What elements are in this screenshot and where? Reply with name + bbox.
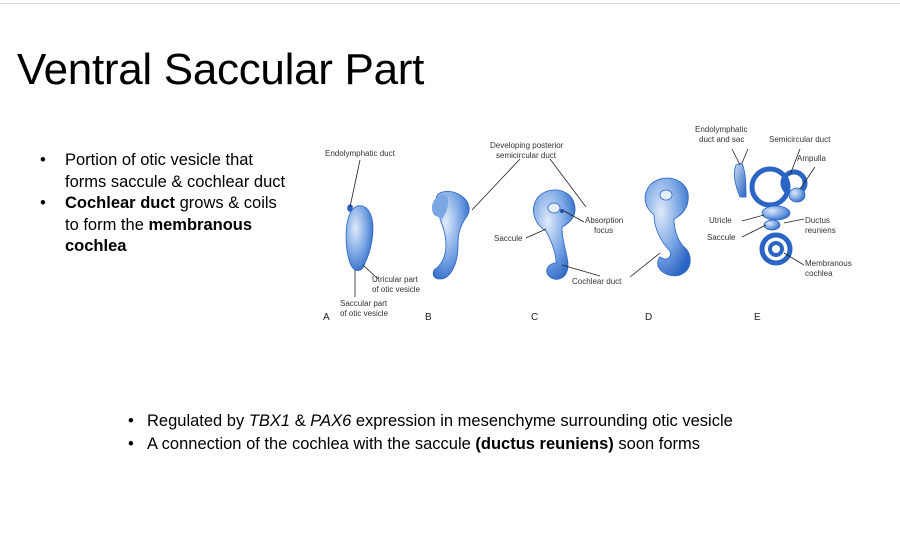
label-membranous-cochlea-2: cochlea — [805, 269, 833, 278]
bottom-bullet-1-t2: & — [290, 412, 311, 430]
panel-c-absorption-focus-dot — [560, 209, 564, 213]
panel-e-ampulla — [788, 187, 806, 203]
label-utricle: Utricle — [709, 216, 732, 225]
panel-e-cochlea-outer — [759, 232, 793, 266]
top-rule — [0, 3, 900, 4]
left-bullet-2-bold2: membranous cochlea — [65, 215, 253, 256]
label-membranous-cochlea-1: Membranous — [805, 259, 852, 268]
panel-d-canal-hole — [659, 189, 673, 201]
left-bullet-1-text: Portion of otic vesicle that forms saccu… — [65, 151, 286, 191]
panel-e-endolymphatic-duct-sac — [733, 162, 747, 198]
label-developing-posterior-1: Developing posterior — [490, 141, 564, 150]
slide-title: Ventral Saccular Part — [17, 45, 425, 94]
bottom-bullet-2-t1: A connection of the cochlea with the sac… — [147, 435, 476, 453]
panel-letter-d: D — [645, 312, 652, 323]
label-ductus-reuniens-1: Ductus — [805, 216, 830, 225]
bottom-bullet-2-ductus: (ductus reuniens) — [475, 435, 614, 453]
left-bullet-2-bold: Cochlear duct — [65, 194, 176, 212]
label-saccule-e: Saccule — [707, 233, 736, 242]
inner-ear-development-figure: Endolymphatic duct Utricular part of oti… — [300, 115, 900, 330]
left-bullet-list: Portion of otic vesicle that forms saccu… — [40, 150, 290, 258]
left-bullet-1: Portion of otic vesicle that forms saccu… — [40, 150, 290, 193]
figure-svg: Endolymphatic duct Utricular part of oti… — [323, 125, 852, 323]
bottom-bullet-1-t1: Regulated by — [147, 412, 249, 430]
label-ampulla: Ampulla — [797, 154, 826, 163]
label-endolymphatic-sac-2: duct and sac — [699, 135, 744, 144]
bottom-bullet-1-t3: expression in mesenchyme surrounding oti… — [351, 412, 733, 430]
bottom-bullet-1-tbx1: TBX1 — [248, 412, 291, 430]
panel-letter-c: C — [531, 312, 538, 323]
panel-e-cochlea-inner — [768, 241, 784, 257]
label-developing-posterior-2: semicircular duct — [496, 151, 557, 160]
panel-c-canal-hole — [547, 202, 561, 214]
panel-e-semicircular-duct-1 — [749, 166, 791, 208]
panel-d-vesicle — [644, 177, 691, 277]
label-absorption-focus-2: focus — [594, 226, 613, 235]
panel-letter-e: E — [754, 312, 761, 323]
label-endolymphatic-sac-1: Endolymphatic — [695, 125, 747, 134]
label-saccular-part-2: of otic vesicle — [340, 309, 389, 318]
label-absorption-focus-1: Absorption — [585, 216, 623, 225]
panel-a-otic-vesicle — [345, 205, 374, 271]
bottom-bullet-1: Regulated by TBX1 & PAX6 expression in m… — [128, 410, 733, 433]
label-endolymphatic-duct: Endolymphatic duct — [325, 149, 396, 158]
panel-b-posterior-outgrowth — [431, 194, 449, 219]
label-semicircular-duct: Semicircular duct — [769, 135, 831, 144]
label-ductus-reuniens-2: reuniens — [805, 226, 836, 235]
panel-a-endolymphatic-bud — [347, 204, 353, 212]
panel-c-vesicle — [533, 189, 576, 280]
panel-letter-b: B — [425, 312, 432, 323]
left-bullet-2: Cochlear duct grows & coils to form the … — [40, 193, 290, 258]
label-cochlear-duct: Cochlear duct — [572, 277, 622, 286]
panel-e-saccule — [763, 219, 781, 231]
label-saccular-part-1: Saccular part — [340, 299, 388, 308]
bottom-bullet-1-pax6: PAX6 — [310, 412, 352, 430]
panel-letter-a: A — [323, 312, 330, 323]
label-saccule-c: Saccule — [494, 234, 523, 243]
bottom-bullet-list: Regulated by TBX1 & PAX6 expression in m… — [128, 410, 733, 456]
panel-e-utricle — [761, 205, 791, 221]
bottom-bullet-2: A connection of the cochlea with the sac… — [128, 433, 733, 456]
label-utricular-part-2: of otic vesicle — [372, 285, 421, 294]
left-bullet-2-text: grows & coils to form the — [65, 194, 277, 234]
label-utricular-part-1: Utricular part — [372, 275, 419, 284]
bottom-bullet-2-t2: soon forms — [613, 435, 701, 453]
